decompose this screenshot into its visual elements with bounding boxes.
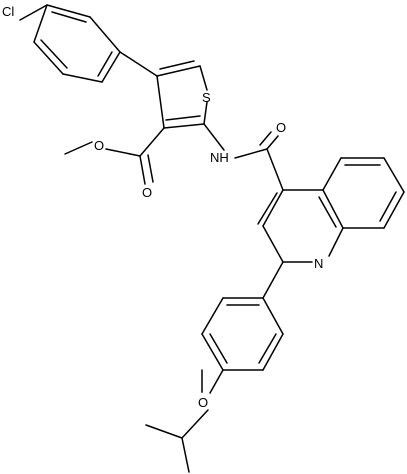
quinoline-nitrogen-label: N: [314, 256, 323, 271]
isopropoxy-group: [145, 369, 209, 473]
amide-nh-label: NH: [210, 150, 229, 165]
carbonyl-oxygen-ester-label: O: [142, 185, 152, 200]
quinoline-pyridine-ring: [257, 189, 344, 263]
ester-oxygen-label: O: [94, 138, 104, 153]
quinoline-benzo-ring: [322, 157, 405, 229]
methyl-ester-group: [64, 127, 165, 185]
chlorine-atom-label: Cl: [2, 4, 14, 19]
sulfur-atom-label: S: [202, 90, 211, 105]
aryl-ether-bond: [209, 369, 224, 394]
amide-oxygen-label: O: [276, 120, 286, 135]
chlorophenyl-ring: [19, 4, 121, 83]
ether-oxygen-label: O: [198, 395, 208, 410]
isopropoxyphenyl-ring: [201, 261, 284, 371]
amide-linkage: [203, 123, 284, 191]
thiophene-ring: [119, 51, 208, 129]
